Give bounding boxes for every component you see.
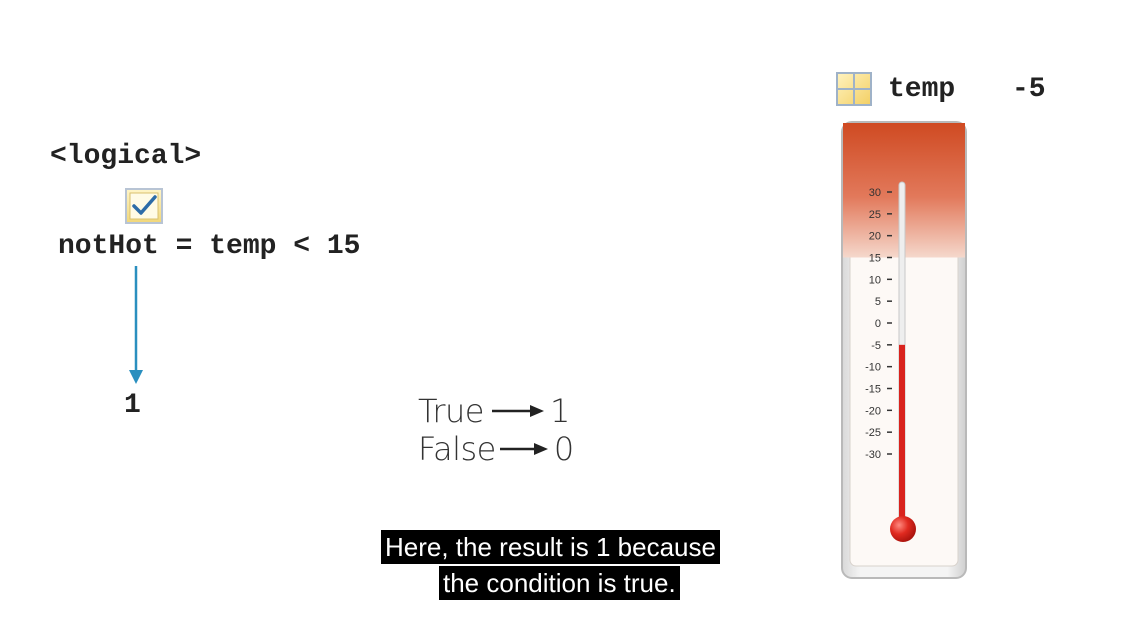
thermometer-gauge: 30 25 20 15 10 5 0 -5 -10 -15 -20 -25 -30 [841,121,967,579]
variable-value: -5 [1012,74,1046,105]
mercury-bulb [890,516,916,542]
scale-tick-label: 10 [869,274,881,286]
variable-name: temp [888,74,956,105]
scale-tick-label: -5 [871,340,881,352]
type-label: <logical> [50,141,202,172]
scale-tick-label: -10 [865,362,881,374]
scale-tick-label: 30 [869,187,881,199]
checkbox-checked-icon [125,188,163,224]
false-label: False [418,430,496,468]
mapping-true-row: True 1 [418,392,570,430]
scale-tick-label: -30 [865,449,881,461]
scale-tick-label: 20 [869,231,881,243]
mapping-false-row: False 0 [418,430,574,468]
scale-tick-label: -20 [865,405,881,417]
arrow-down-icon [129,266,143,384]
arrow-right-icon [491,405,544,417]
scale-tick-label: 15 [869,253,881,265]
result-value: 1 [124,390,141,421]
false-value: 0 [553,430,574,468]
scale-tick-label: -25 [865,427,881,439]
scale-tick-label: -15 [865,384,881,396]
mercury-column [899,344,905,520]
true-value: 1 [549,392,570,430]
caption-line-1: Here, the result is 1 because [381,530,720,564]
caption-line-2: the condition is true. [439,566,680,600]
scale-tick-label: 25 [869,209,881,221]
arrow-right-icon [499,443,548,455]
logical-expression: notHot = temp < 15 [58,231,361,262]
true-label: True [418,392,484,430]
scale-tick-label: 5 [875,296,881,308]
grid-variable-icon [836,72,872,106]
scale-tick-label: 0 [875,318,881,330]
